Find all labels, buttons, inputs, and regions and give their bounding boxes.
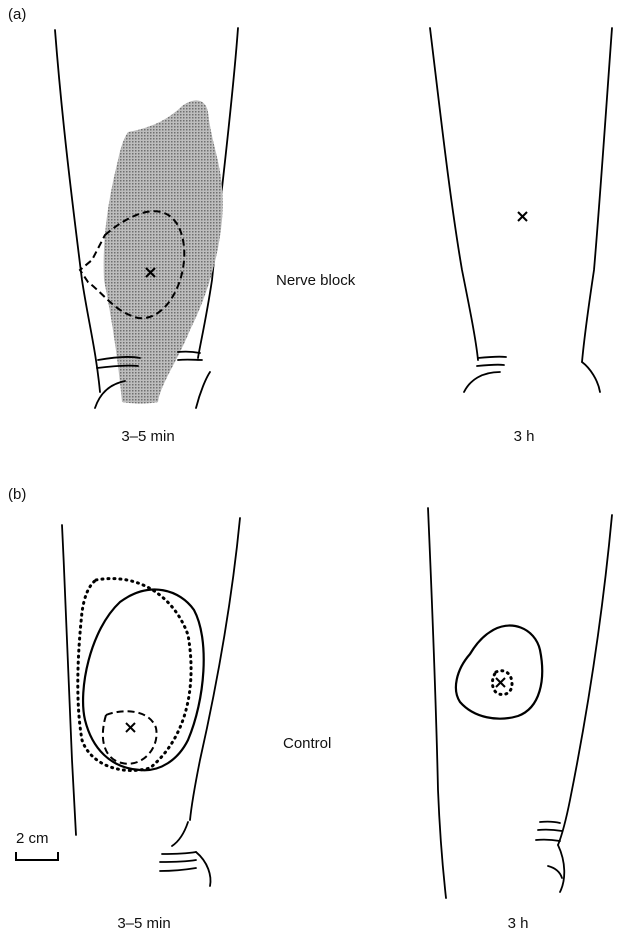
knee-crease-lines: [536, 822, 564, 892]
knee-contour-right: [196, 372, 210, 408]
knee-contour-left: [464, 372, 500, 392]
scale-bar: [16, 852, 58, 860]
limb-outline-right-edge: [190, 518, 240, 820]
knee-contour-right: [196, 852, 210, 886]
panel-a-left-caption: 3–5 min: [121, 428, 174, 445]
injection-site-cross-icon: [126, 723, 135, 732]
panel-a-right-limb: [430, 28, 612, 392]
injection-site-cross-icon: [496, 678, 505, 687]
injection-site-cross-icon: [518, 212, 527, 221]
panel-b-left-limb: [62, 518, 240, 886]
panel-a-left-limb: [55, 28, 238, 408]
limb-outline-left-edge: [55, 30, 100, 392]
limb-outline-right-edge: [558, 515, 612, 845]
limb-outline-left-edge: [428, 508, 446, 898]
panel-b-label: (b): [8, 486, 26, 503]
limb-outline-left-edge: [430, 28, 478, 360]
panel-a-right-caption: 3 h: [514, 428, 535, 445]
panel-b-right-limb: [428, 508, 612, 898]
panel-b-right-caption: 3 h: [508, 915, 529, 932]
shaded-anesthetic-area: [104, 100, 223, 403]
panel-a-condition-label: Nerve block: [276, 272, 355, 289]
limb-outline-left-edge: [62, 525, 76, 835]
limb-outline-right-edge: [582, 28, 612, 362]
panel-a-label: (a): [8, 6, 26, 23]
dashed-flare-boundary: [103, 711, 157, 764]
panel-b-condition-label: Control: [283, 735, 331, 752]
solid-flare-boundary: [83, 590, 204, 771]
knee-contour-right: [582, 362, 600, 392]
solid-flare-boundary: [456, 626, 542, 719]
dotted-flare-boundary: [492, 671, 512, 695]
knee-crease-lines: [160, 822, 196, 871]
knee-crease-lines: [477, 357, 506, 366]
panel-b-left-caption: 3–5 min: [117, 915, 170, 932]
scale-bar-label: 2 cm: [16, 830, 49, 847]
